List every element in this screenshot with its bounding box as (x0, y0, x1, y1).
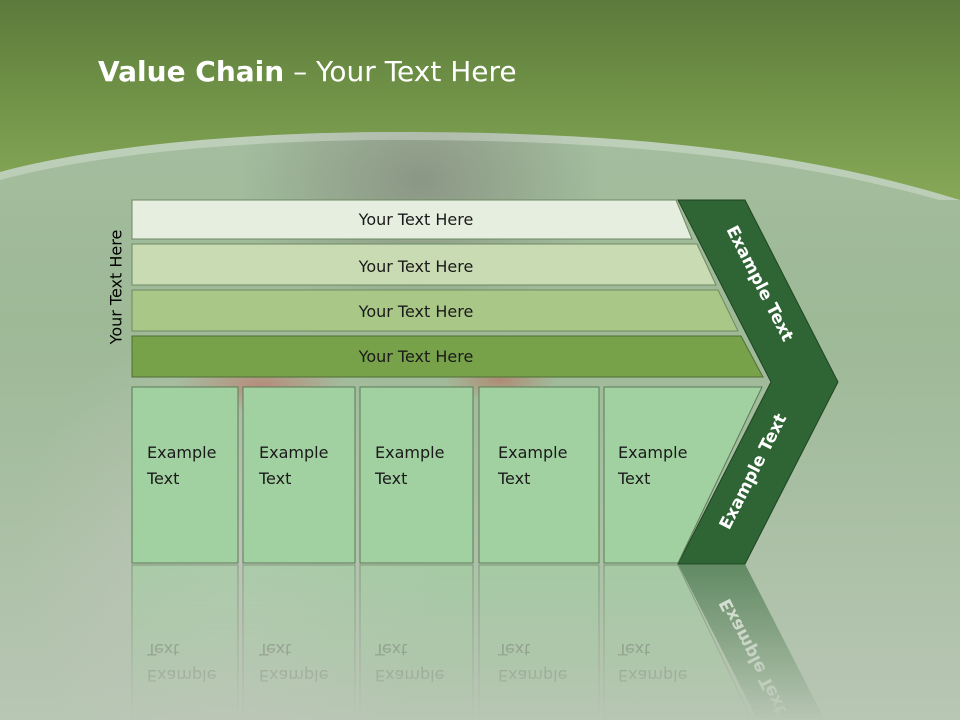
svg-text:Example: Example (147, 666, 216, 685)
cell-1-line1: Example (147, 443, 216, 462)
bar-1 (131, 199, 693, 240)
cell-3-line2: Text (374, 469, 407, 488)
bar-2-text: Your Text Here (358, 257, 474, 276)
bar-4 (131, 335, 764, 378)
cell-5-line2: Text (617, 469, 650, 488)
cell-2-line2: Text (258, 469, 291, 488)
cell-4-line1: Example (498, 443, 567, 462)
cell-3 (359, 386, 474, 564)
svg-text:Example: Example (498, 666, 567, 685)
slide-title-rest: – Your Text Here (284, 55, 517, 88)
svg-text:Text: Text (617, 640, 650, 659)
svg-text:Text: Text (258, 640, 291, 659)
svg-text:Text: Text (146, 640, 179, 659)
cell-1 (131, 386, 239, 564)
svg-text:Example: Example (618, 666, 687, 685)
bar-3 (131, 289, 739, 332)
cell-1-line2: Text (146, 469, 179, 488)
slide-title-bold: Value Chain (98, 55, 285, 88)
bar-2 (131, 243, 717, 286)
svg-text:Example: Example (259, 666, 328, 685)
svg-text:Example: Example (375, 666, 444, 685)
cell-2 (242, 386, 356, 564)
bar-4-text: Your Text Here (358, 347, 474, 366)
diagram-reflection: Example Text Example Text Example Text E… (131, 564, 825, 720)
cell-3-line1: Example (375, 443, 444, 462)
cell-5 (603, 386, 763, 564)
svg-text:Text: Text (374, 640, 407, 659)
svg-text:Text: Text (497, 640, 530, 659)
cell-5-line1: Example (618, 443, 687, 462)
cell-4 (478, 386, 600, 564)
slide-title: Value Chain – Your Text Here (98, 55, 517, 88)
bar-1-text: Your Text Here (358, 210, 474, 229)
cell-2-line1: Example (259, 443, 328, 462)
bar-3-text: Your Text Here (358, 302, 474, 321)
cell-4-line2: Text (497, 469, 530, 488)
